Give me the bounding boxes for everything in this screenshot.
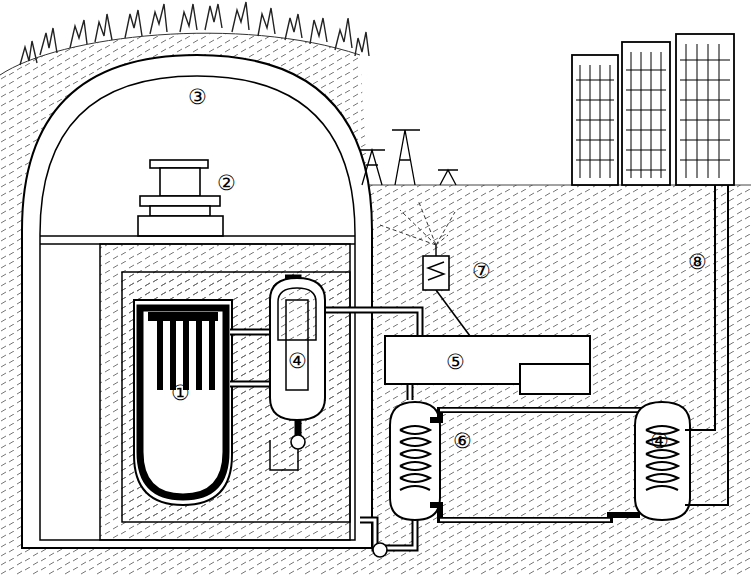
- callout-number: ⑥: [453, 430, 472, 452]
- callout-number: ②: [217, 172, 236, 194]
- callout-number: ①: [171, 382, 190, 404]
- callout-number: ⑦: [472, 260, 491, 282]
- callout-number: ④: [288, 350, 307, 372]
- callout-number: ③: [188, 86, 207, 108]
- callout-number: ⑧: [688, 251, 707, 273]
- callout-number: ⑤: [446, 351, 465, 373]
- callout-number: ④: [650, 430, 669, 452]
